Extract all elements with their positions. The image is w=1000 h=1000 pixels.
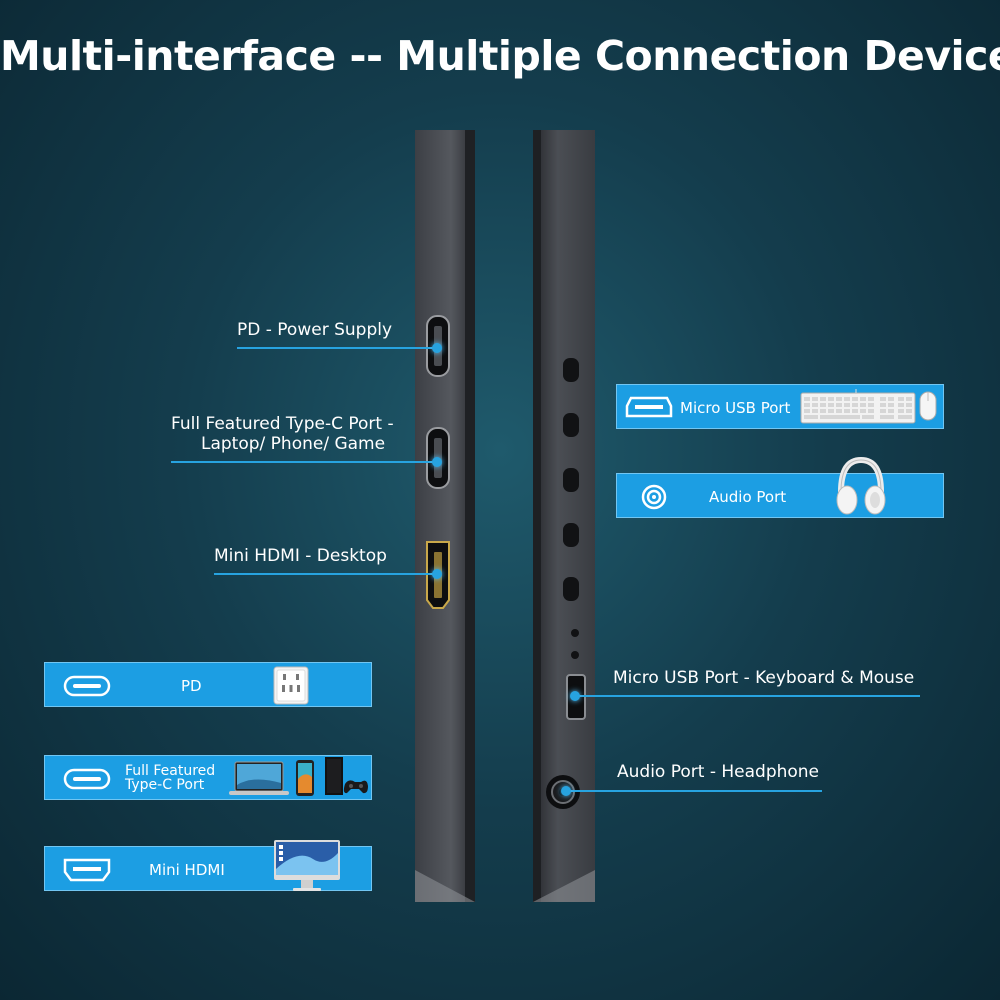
micro-usb-port-icon [625, 396, 673, 418]
bar-audio: Audio Port [616, 456, 944, 518]
callout-hdmi-line [214, 573, 437, 575]
page-title: Multi-interface -- Multiple Connection D… [0, 32, 1000, 80]
callout-typec-line [171, 461, 437, 463]
callout-micro-usb-text: Micro USB Port - Keyboard & Mouse [613, 668, 915, 688]
bar-typec-label-1: Full Featured [125, 763, 216, 779]
bar-audio-label: Audio Port [709, 488, 787, 506]
type-c-port-icon [63, 675, 111, 697]
laptop-icon [229, 761, 289, 795]
callout-pd-text: PD - Power Supply [237, 320, 393, 340]
hdmi-port-icon [63, 858, 111, 882]
monitor-left-edge [415, 130, 475, 902]
callout-typec-line1: Full Featured Type-C Port - [171, 414, 394, 434]
callout-audio-text: Audio Port - Headphone [617, 762, 820, 782]
bar-micro-usb: Micro USB Port [616, 384, 944, 429]
type-c-port-icon [63, 768, 111, 790]
callout-pd-dot [432, 343, 442, 353]
game-console-icon [325, 757, 368, 795]
callout-audio: Audio Port - Headphone [617, 762, 819, 782]
callout-micro-usb: Micro USB Port - Keyboard & Mouse [613, 668, 914, 688]
callout-typec-line2: Laptop/ Phone/ Game [201, 434, 386, 454]
desktop-monitor-icon [274, 840, 340, 891]
bar-typec: Full Featured Type-C Port [44, 755, 372, 800]
callout-hdmi-dot [432, 569, 442, 579]
bar-pd-label: PD [181, 677, 202, 695]
bar-hdmi: Mini HDMI [44, 840, 372, 891]
keyboard-icon [800, 389, 916, 424]
callout-pd: PD - Power Supply [237, 320, 392, 340]
mouse-icon [919, 391, 937, 421]
headphone-icon [836, 456, 886, 515]
bar-hdmi-label: Mini HDMI [149, 861, 225, 879]
bar-micro-usb-label: Micro USB Port [680, 399, 791, 417]
callout-audio-line [566, 790, 822, 792]
callout-micro-usb-line [575, 695, 920, 697]
callout-micro-usb-dot [570, 691, 580, 701]
callout-typec: Full Featured Type-C Port - Laptop/ Phon… [171, 414, 394, 454]
callout-hdmi-text: Mini HDMI - Desktop [214, 546, 387, 566]
audio-jack-icon [641, 484, 667, 510]
phone-icon [296, 760, 314, 796]
bar-pd: PD [44, 662, 372, 707]
callout-hdmi: Mini HDMI - Desktop [214, 546, 387, 566]
monitor-right-edge [533, 130, 595, 902]
bar-typec-label-2: Type-C Port [125, 777, 205, 793]
callout-audio-dot [561, 786, 571, 796]
callout-typec-dot [432, 457, 442, 467]
callout-pd-line [237, 347, 437, 349]
power-outlet-icon [273, 666, 309, 705]
